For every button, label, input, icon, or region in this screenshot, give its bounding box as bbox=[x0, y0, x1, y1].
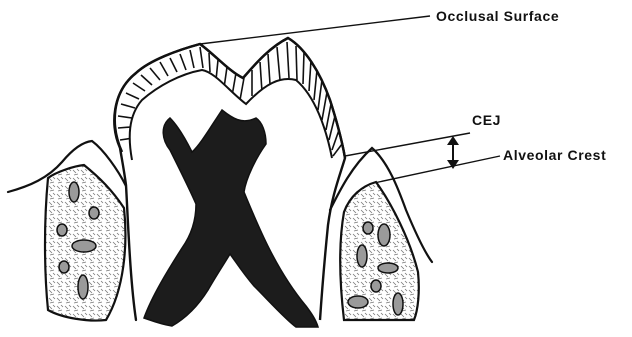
marrow-space bbox=[378, 224, 390, 246]
marrow-space bbox=[378, 263, 398, 273]
right-alveolar-bone bbox=[340, 182, 419, 320]
enamel-rod bbox=[296, 46, 297, 80]
marrow-space bbox=[72, 240, 96, 252]
marrow-space bbox=[69, 182, 79, 202]
marrow-space bbox=[59, 261, 69, 273]
occlusal-leader-line bbox=[200, 16, 430, 44]
occlusal-surface-label: Occlusal Surface bbox=[436, 8, 559, 24]
marrow-space bbox=[357, 245, 367, 267]
marrow-space bbox=[371, 280, 381, 292]
marrow-space bbox=[393, 293, 403, 315]
alveolar-crest-label: Alveolar Crest bbox=[503, 147, 606, 163]
left-alveolar-bone bbox=[45, 165, 125, 321]
enamel-rod bbox=[303, 52, 304, 84]
cej-label: CEJ bbox=[472, 112, 501, 128]
distance-double-arrow bbox=[447, 136, 459, 169]
marrow-space bbox=[89, 207, 99, 219]
marrow-space bbox=[78, 275, 88, 299]
marrow-space bbox=[57, 224, 67, 236]
enamel-rod bbox=[209, 53, 210, 72]
marrow-space bbox=[363, 222, 373, 234]
enamel-rod bbox=[118, 127, 131, 128]
alveolar-crest-leader-line bbox=[374, 156, 500, 183]
marrow-space bbox=[348, 296, 368, 308]
